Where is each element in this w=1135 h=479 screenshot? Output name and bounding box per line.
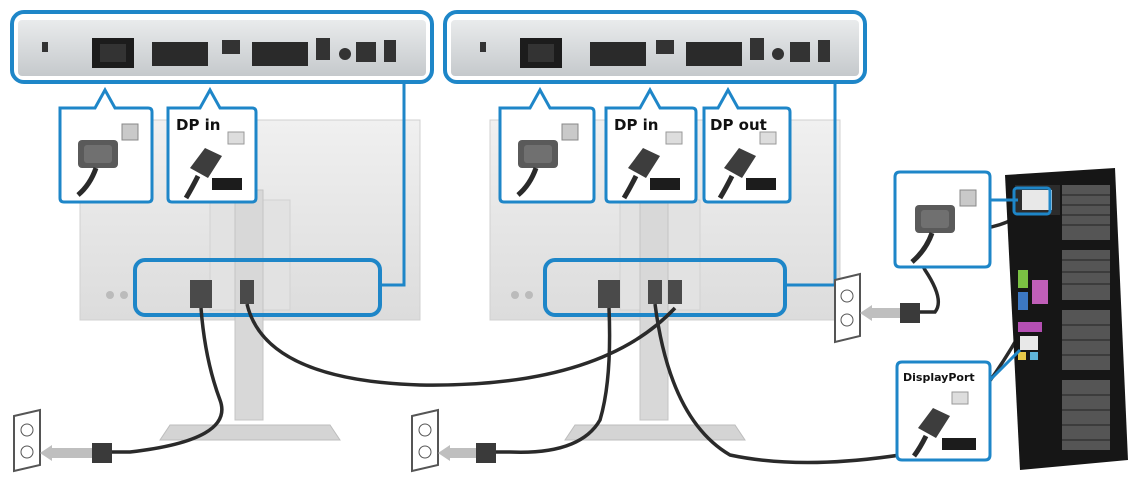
pc-displayport-callout: DisplayPort (895, 348, 1022, 462)
displayport-connector-icon (183, 131, 245, 200)
power-plug-icon (76, 123, 139, 197)
displayport-connector-icon (911, 391, 976, 458)
monitor-2-power-callout (498, 86, 596, 204)
pc-tower (1005, 168, 1128, 470)
dp-in-port (152, 42, 208, 66)
monitor-1-dp-in-callout: DP in (166, 86, 258, 204)
wall-outlet-icon (411, 408, 496, 473)
monitor-2-port-highlight (543, 258, 787, 317)
monitor-1-port-highlight (133, 258, 382, 317)
daisy-chain-dp-cable (245, 303, 677, 387)
monitor-1-bottom-plugs (190, 280, 254, 308)
monitor-1-dp-in-label: DP in (176, 116, 221, 134)
dp-out-port (686, 42, 742, 66)
monitor-2-bottom-plugs (598, 280, 682, 308)
displayport-connector-icon (621, 131, 683, 200)
displayport-connector-icon (717, 131, 777, 200)
monitor-2-power-cable (478, 307, 612, 454)
monitor-1-port-panel (10, 10, 434, 84)
power-plug-icon (516, 123, 579, 197)
monitor-1-power-cable (95, 307, 224, 454)
pc-power-callout (893, 170, 1052, 269)
wall-outlet-icon (834, 272, 920, 344)
monitor-1-base (159, 424, 341, 441)
pc-displayport-label: DisplayPort (903, 371, 975, 384)
monitor-2-dp-in-label: DP in (614, 116, 659, 134)
wall-outlet-icon (13, 408, 112, 473)
power-plug-icon (910, 189, 977, 264)
monitor-2-dp-out-callout: DP out (702, 86, 792, 204)
monitor-2-port-panel (443, 10, 867, 84)
pc-displayport-port (1020, 336, 1038, 350)
monitor-2-dp-in-callout: DP in (604, 86, 698, 204)
monitor-1-power-callout (58, 86, 154, 204)
monitor-2-dp-out-label: DP out (710, 116, 767, 134)
